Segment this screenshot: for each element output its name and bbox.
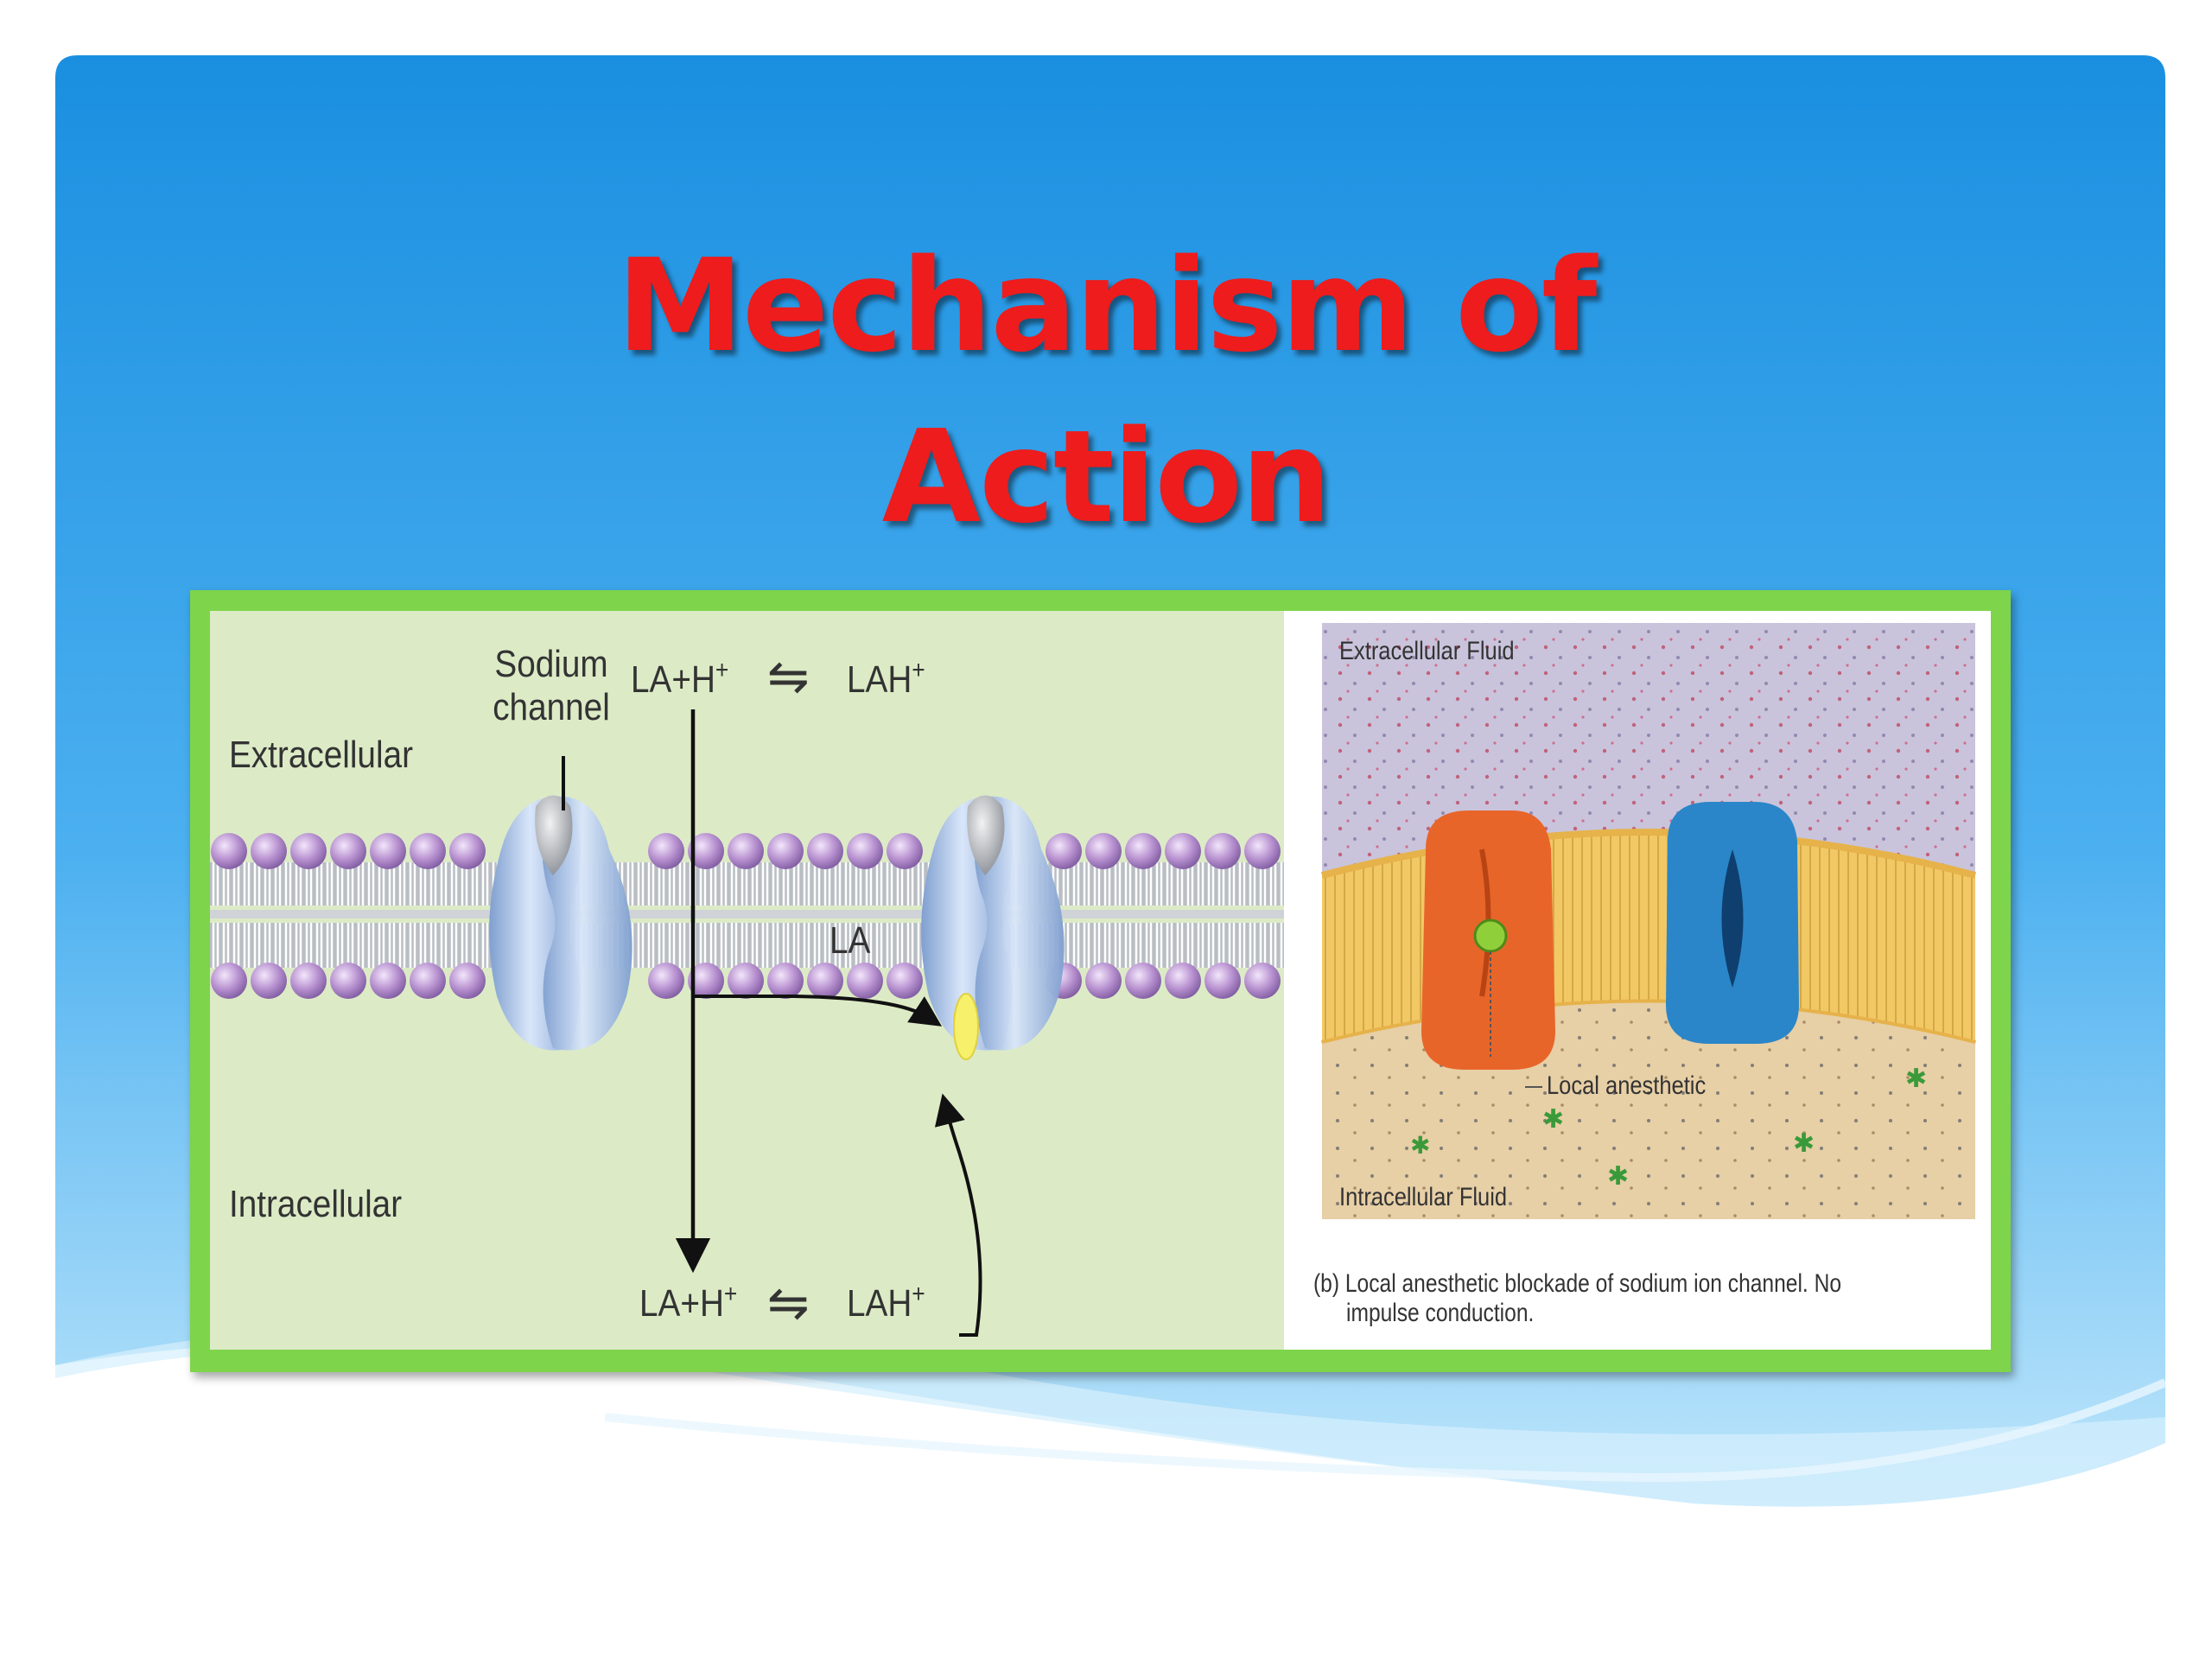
lipid-head: [1125, 963, 1161, 999]
open-sodium-channel: [1666, 802, 1799, 1044]
blocked-sodium-channel: [1421, 810, 1555, 1070]
lipid-heads-bottom: [211, 963, 1281, 999]
top-eq-left: LA+H: [631, 658, 715, 701]
lipid-head: [767, 963, 804, 999]
lipid-head: [211, 963, 247, 999]
lipid-head: [1205, 833, 1241, 869]
top-equilibrium-equation: LA+H+ ⇋ LAH+: [631, 649, 925, 705]
figure-frame: Sodium channel Extracellular Intracellul…: [190, 590, 2011, 1372]
lipid-bilayer: [210, 833, 1284, 999]
membrane-la-label: LA: [830, 918, 871, 962]
lipid-head: [370, 963, 406, 999]
slide-title: Mechanism of Action: [0, 220, 2212, 563]
figure-caption-line2: impulse conduction.: [1346, 1298, 1534, 1327]
green-ion-markers: ✱ ✱ ✱ ✱ ✱: [1410, 1065, 1927, 1191]
lipid-head: [1205, 963, 1241, 999]
lipid-head: [330, 963, 366, 999]
svg-text:LAH+: LAH+: [847, 1278, 925, 1324]
sodium-channel-2: [921, 795, 1065, 1060]
svg-text:✱: ✱: [1793, 1129, 1815, 1158]
local-anesthetic-label: Local anesthetic: [1547, 1071, 1706, 1099]
lipid-head: [887, 963, 923, 999]
lipid-head: [688, 963, 724, 999]
bottom-eq-sup-right: +: [912, 1278, 925, 1307]
lipid-head: [887, 833, 923, 869]
svg-text:LAH+: LAH+: [847, 654, 925, 700]
lipid-head: [251, 833, 287, 869]
svg-text:✱: ✱: [1905, 1065, 1927, 1093]
svg-text:LA+H+: LA+H+: [639, 1278, 737, 1324]
lipid-head: [728, 833, 764, 869]
lipid-head: [1046, 833, 1082, 869]
sodium-channel-1: [489, 795, 632, 1051]
sodium-channel-label-line1: Sodium: [494, 642, 607, 685]
top-eq-right: LAH: [847, 658, 912, 701]
title-line-1: Mechanism of: [616, 232, 1598, 380]
lipid-head: [728, 963, 764, 999]
intracellular-label: Intracellular: [229, 1182, 402, 1225]
lipid-head: [1244, 833, 1281, 869]
lipid-head: [211, 833, 247, 869]
extracellular-label: Extracellular: [229, 733, 413, 776]
lipid-head: [1165, 963, 1201, 999]
svg-text:✱: ✱: [1542, 1105, 1564, 1134]
lipid-head: [370, 833, 406, 869]
svg-text:✱: ✱: [1607, 1162, 1629, 1191]
lipid-head: [648, 963, 684, 999]
top-eq-arrow: ⇋: [767, 649, 810, 705]
lipid-head: [847, 833, 883, 869]
bottom-eq-right: LAH: [847, 1281, 912, 1325]
lipid-head: [807, 963, 843, 999]
lipid-head: [847, 963, 883, 999]
bottom-eq-left: LA+H: [639, 1281, 724, 1325]
lipid-head: [410, 963, 446, 999]
figure-caption-line1: (b) Local anesthetic blockade of sodium …: [1313, 1268, 1841, 1298]
right-diagram-panel: ✱ ✱ ✱ ✱ ✱ Extracellular Fluid Local anes…: [1284, 611, 1991, 1350]
lipid-head: [1085, 833, 1122, 869]
lipid-head: [251, 963, 287, 999]
lipid-head: [1125, 833, 1161, 869]
lipid-head: [290, 833, 327, 869]
local-anesthetic-molecule: [1473, 918, 1508, 953]
lipid-head: [1165, 833, 1201, 869]
lipid-head: [330, 833, 366, 869]
lipid-head: [449, 833, 486, 869]
lipid-head: [449, 963, 486, 999]
top-eq-sup: +: [715, 654, 728, 683]
lipid-head: [290, 963, 327, 999]
svg-text:LA+H+: LA+H+: [631, 654, 728, 700]
wave-decoration: [55, 1322, 2165, 1507]
top-eq-sup-right: +: [912, 654, 925, 683]
lipid-heads-top: [211, 833, 1281, 869]
extracellular-fluid-label: Extracellular Fluid: [1339, 636, 1515, 664]
title-line-2: Action: [881, 403, 1332, 551]
sodium-channel-label-line2: channel: [493, 685, 610, 728]
svg-text:✱: ✱: [1410, 1132, 1430, 1159]
diffusion-arrows: [675, 709, 982, 1337]
lipid-head: [688, 833, 724, 869]
lipid-head: [1244, 963, 1281, 999]
intracellular-fluid-label: Intracellular Fluid: [1339, 1182, 1507, 1211]
bottom-eq-arrow: ⇋: [767, 1275, 810, 1332]
lipid-head: [648, 833, 684, 869]
local-anesthetic-binding-site: [953, 993, 979, 1060]
lipid-head: [410, 833, 446, 869]
lipid-head: [767, 833, 804, 869]
left-diagram-panel: Sodium channel Extracellular Intracellul…: [210, 611, 1284, 1350]
lipid-head: [1085, 963, 1122, 999]
bottom-eq-sup: +: [724, 1278, 737, 1307]
lipid-head: [807, 833, 843, 869]
bottom-equilibrium-equation: LA+H+ ⇋ LAH+: [639, 1275, 925, 1332]
figure-svg: Sodium channel Extracellular Intracellul…: [210, 611, 1991, 1350]
